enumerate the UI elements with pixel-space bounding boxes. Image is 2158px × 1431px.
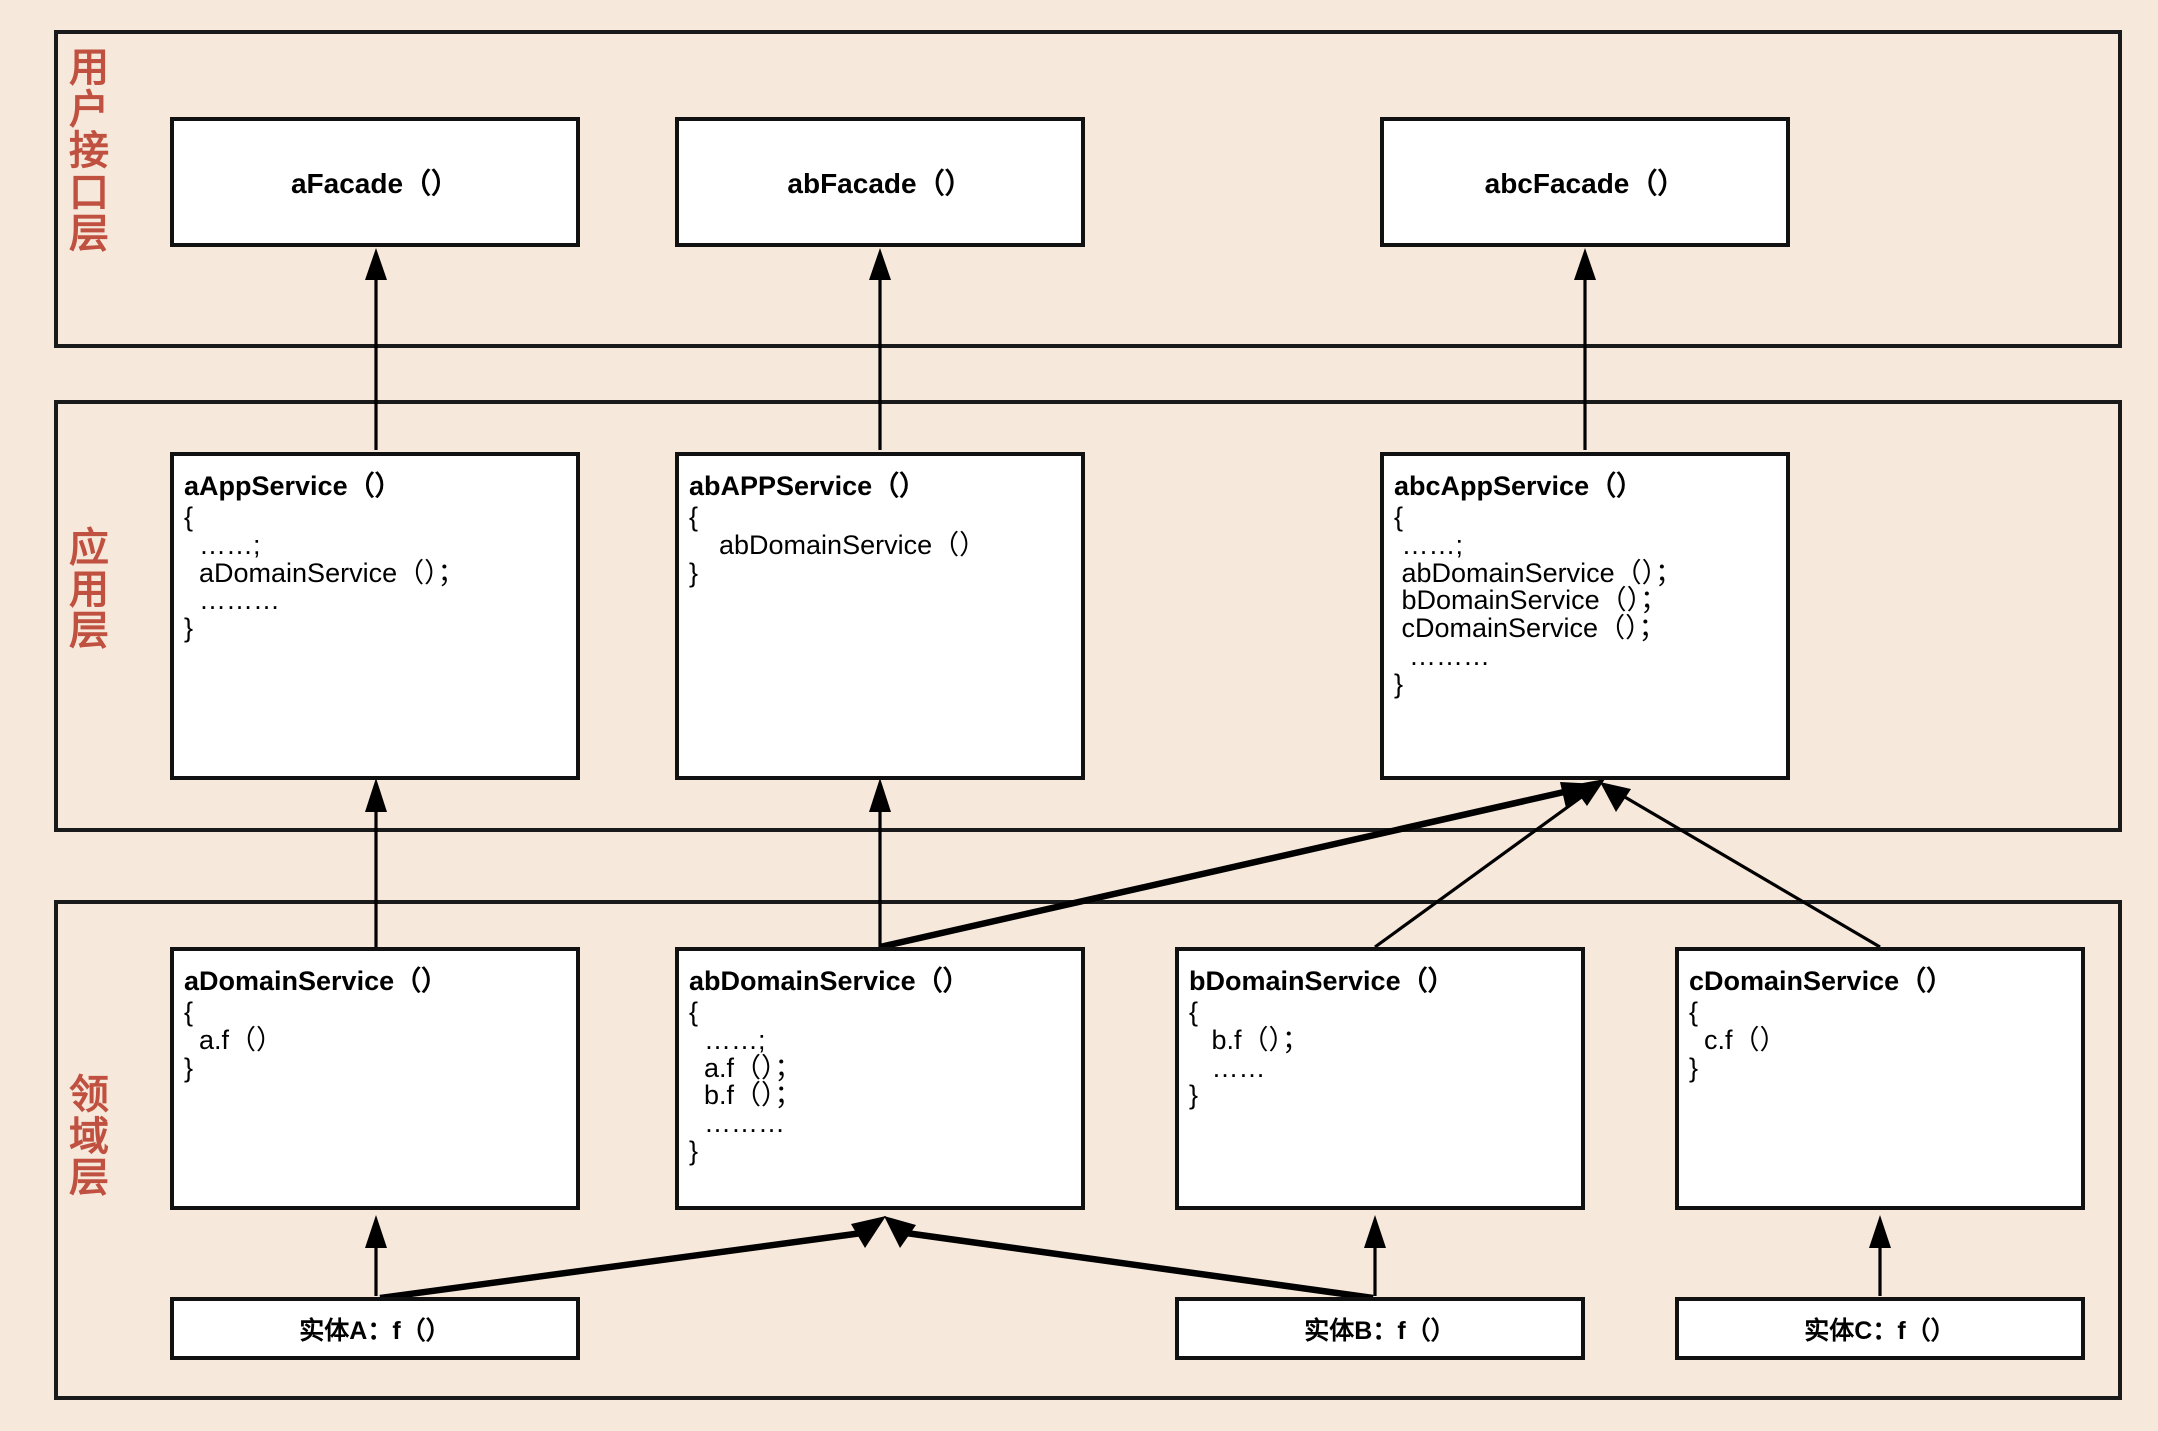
node-abdomainservice-line-2: a.f（）； (689, 1052, 802, 1083)
node-abcappservice-line-1: ……; (1394, 529, 1464, 560)
node-cdomainservice-line-0: { (1689, 997, 1699, 1027)
node-abdomainservice[interactable]: abDomainService（） { ……; a.f（）； b.f（）； ……… (675, 947, 1085, 1210)
node-aappservice[interactable]: aAppService（） { ……; aDomainService（）； ……… (170, 452, 580, 780)
node-adomainservice-line-2: } (184, 1052, 194, 1083)
node-abappservice-line-0: { (689, 502, 699, 532)
node-abdomainservice-line-3: b.f（）； (689, 1080, 802, 1111)
layer-label-app: 应用层 (69, 526, 109, 654)
node-abcappservice-line-6: } (1394, 668, 1404, 699)
node-bdomainservice-line-1: b.f（）； (1189, 1024, 1310, 1055)
node-entity-a[interactable]: 实体A：f（） (170, 1297, 580, 1360)
node-abappservice-line-1: abDomainService（） (689, 529, 987, 560)
node-cdomainservice-title: cDomainService（） (1689, 966, 1954, 996)
node-entity-b-title: 实体B：f（） (1304, 1316, 1456, 1345)
node-cdomainservice-line-2: } (1689, 1052, 1699, 1083)
node-entity-b[interactable]: 实体B：f（） (1175, 1297, 1585, 1360)
node-bdomainservice-title: bDomainService（） (1189, 966, 1455, 996)
node-aappservice-line-2: aDomainService（）； (184, 557, 465, 588)
node-abcappservice-line-3: bDomainService（）； (1394, 585, 1668, 616)
node-abcappservice-line-5: ……… (1394, 640, 1491, 671)
node-bdomainservice-line-3: } (1189, 1080, 1199, 1111)
node-entity-c-title: 实体C：f（） (1804, 1316, 1956, 1345)
node-aappservice-line-3: ……… (184, 585, 281, 616)
node-afacade-title: aFacade（） (290, 168, 460, 199)
node-entity-a-title: 实体A：f（） (299, 1316, 451, 1345)
node-abdomainservice-line-5: } (689, 1135, 699, 1166)
node-abfacade[interactable]: abFacade（） (675, 117, 1085, 247)
node-bdomainservice-line-0: { (1189, 997, 1199, 1027)
node-abcappservice-line-0: { (1394, 502, 1404, 532)
layer-label-ui: 用户接口层 (69, 46, 109, 257)
node-abappservice-line-2: } (689, 557, 699, 588)
node-abdomainservice-line-4: ……… (689, 1108, 786, 1139)
node-adomainservice-title: aDomainService（） (184, 966, 449, 996)
node-abcappservice-title: abcAppService（） (1394, 471, 1644, 501)
node-cdomainservice[interactable]: cDomainService（） { c.f（） } (1675, 947, 2085, 1210)
node-aappservice-line-4: } (184, 613, 194, 644)
node-aappservice-title: aAppService（） (184, 471, 402, 501)
node-abcappservice-line-4: cDomainService（）； (1394, 613, 1666, 644)
node-aappservice-line-1: ……; (184, 529, 261, 560)
node-abdomainservice-line-1: ……; (689, 1024, 766, 1055)
node-adomainservice[interactable]: aDomainService（） { a.f（） } (170, 947, 580, 1210)
node-entity-c[interactable]: 实体C：f（） (1675, 1297, 2085, 1360)
node-adomainservice-line-1: a.f（） (184, 1024, 284, 1055)
node-abdomainservice-title: abDomainService（） (689, 966, 970, 996)
node-abcfacade-title: abcFacade（） (1484, 168, 1686, 199)
node-bdomainservice[interactable]: bDomainService（） { b.f（）； …… } (1175, 947, 1585, 1210)
layer-label-domain: 领域层 (69, 1073, 109, 1201)
node-bdomainservice-line-2: …… (1189, 1052, 1266, 1083)
node-abappservice[interactable]: abAPPService（） { abDomainService（） } (675, 452, 1085, 780)
node-abcfacade[interactable]: abcFacade（） (1380, 117, 1790, 247)
node-cdomainservice-line-1: c.f（） (1689, 1024, 1787, 1055)
node-abappservice-title: abAPPService（） (689, 471, 927, 501)
node-afacade[interactable]: aFacade（） (170, 117, 580, 247)
node-adomainservice-line-0: { (184, 997, 194, 1027)
node-abfacade-title: abFacade（） (787, 168, 973, 199)
node-abcappservice[interactable]: abcAppService（） { ……; abDomainService（）；… (1380, 452, 1790, 780)
node-aappservice-line-0: { (184, 502, 194, 532)
node-abdomainservice-line-0: { (689, 997, 699, 1027)
node-abcappservice-line-2: abDomainService（）； (1394, 557, 1683, 588)
